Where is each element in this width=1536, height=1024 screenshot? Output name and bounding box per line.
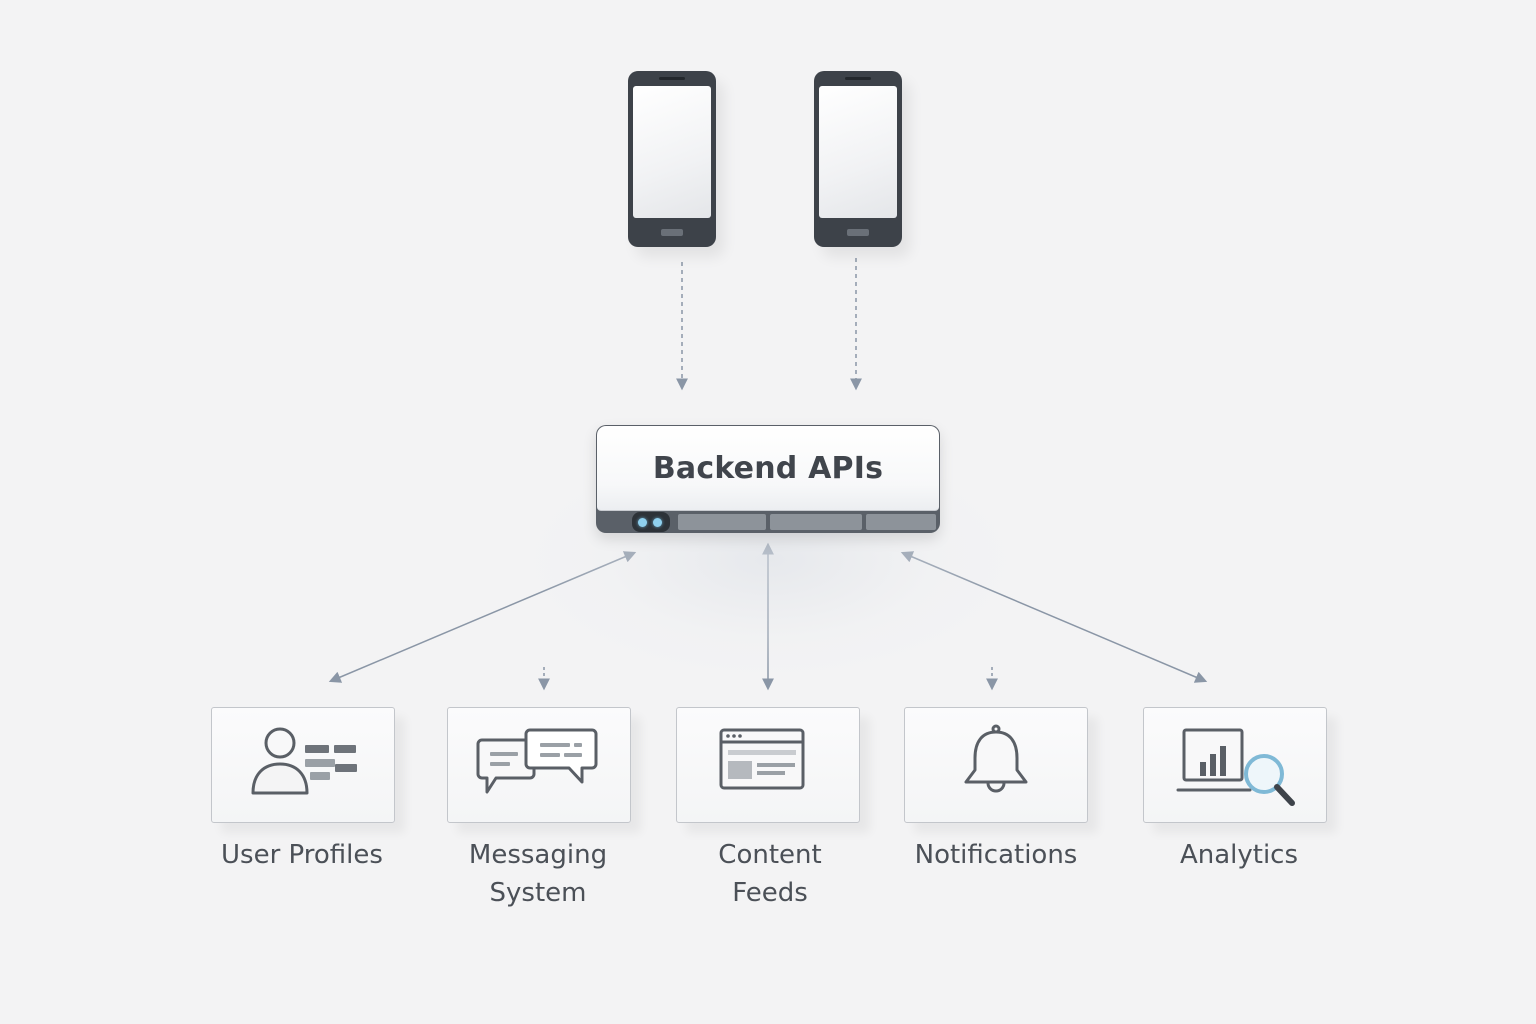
drive-bay [770,514,862,530]
browser-window-icon [719,728,805,790]
label-line: System [489,878,587,908]
service-label-messaging-system: Messaging System [418,836,658,912]
service-label-analytics: Analytics [1119,836,1359,874]
service-label-content-feeds: Content Feeds [650,836,890,912]
label-line: Feeds [732,878,808,908]
phone-home-button [661,229,683,236]
backend-apis-node: Backend APIs [596,425,940,533]
service-label-user-profiles: User Profiles [182,836,422,874]
smartphone-icon [814,71,902,247]
user-profile-icon [251,727,357,795]
bell-icon [964,724,1028,793]
service-label-notifications: Notifications [876,836,1116,874]
phone-speaker [659,77,685,80]
status-led [653,518,662,527]
phone-screen [819,86,897,218]
phone-speaker [845,77,871,80]
chat-bubbles-icon [476,728,598,794]
drive-bay [678,514,766,530]
backend-panel: Backend APIs [597,426,939,511]
analytics-chart-icon [1176,728,1295,806]
phone-screen [633,86,711,218]
label-line: Messaging [468,840,608,870]
service-card-content-feeds [676,707,860,823]
label-line: Analytics [1179,840,1299,870]
phone-home-button [847,229,869,236]
label-line: User Profiles [221,840,383,870]
service-card-notifications [904,707,1088,823]
drive-bay [866,514,936,530]
service-card-analytics [1143,707,1327,823]
service-card-user-profiles [211,707,395,823]
status-led [638,518,647,527]
label-line: Content [718,840,822,870]
service-card-messaging-system [447,707,631,823]
label-line: Notifications [914,840,1078,870]
status-led-panel [632,512,670,532]
smartphone-icon [628,71,716,247]
backend-title: Backend APIs [652,450,884,486]
